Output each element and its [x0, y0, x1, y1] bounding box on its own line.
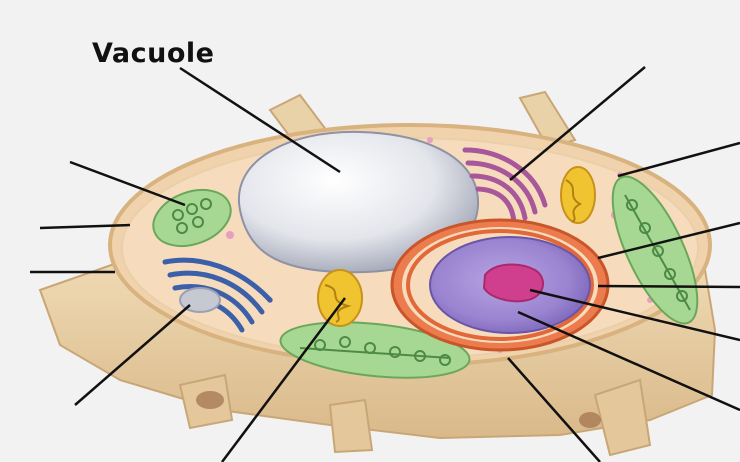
mitochondrion-top	[561, 167, 595, 223]
nucleolus	[484, 265, 543, 302]
mitochondrion-center	[318, 270, 362, 326]
label-vacuole: Vacuole	[92, 38, 214, 69]
nucleus	[392, 220, 608, 350]
